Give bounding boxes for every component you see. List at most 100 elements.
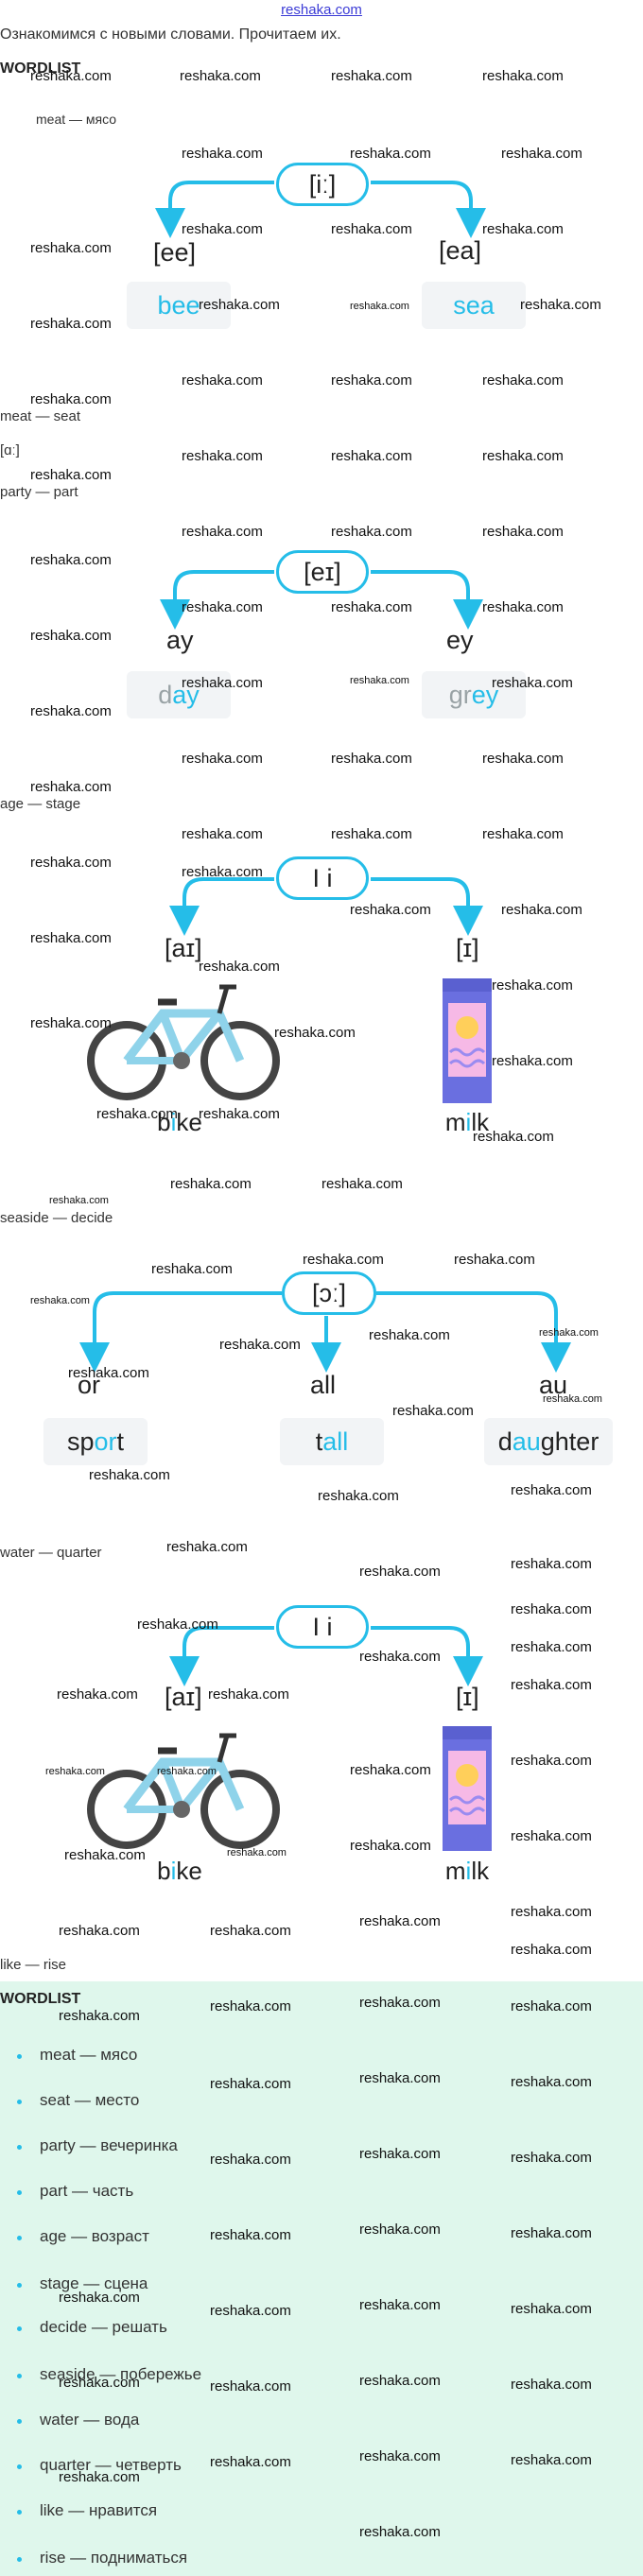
watermark: reshaka.com [359, 1564, 441, 1580]
wordlist-item: age — возраст [40, 2227, 149, 2245]
s1-right-card: sea [422, 282, 526, 329]
intro-text: Ознакомимся с новыми словами. Прочитаем … [0, 26, 341, 43]
watermark: reshaka.com [303, 1252, 384, 1268]
watermark: reshaka.com [59, 2290, 140, 2306]
arrow-s1-right [371, 181, 486, 238]
watermark: reshaka.com [511, 2225, 592, 2241]
watermark: reshaka.com [392, 1403, 474, 1419]
watermark: reshaka.com [210, 2303, 291, 2319]
sound-pill-ee: [iː] [276, 163, 369, 206]
watermark: reshaka.com [511, 1828, 592, 1844]
wordlist-bullet [17, 2557, 22, 2562]
watermark: reshaka.com [157, 1766, 217, 1777]
watermark: reshaka.com [208, 1686, 289, 1703]
watermark: reshaka.com [68, 1365, 149, 1381]
watermark: reshaka.com [331, 751, 412, 767]
watermark: reshaka.com [30, 391, 112, 407]
watermark: reshaka.com [359, 2070, 441, 2086]
watermark: reshaka.com [511, 1601, 592, 1617]
bike-icon-2 [87, 1733, 280, 1849]
s6-caption: like — rise [0, 1957, 67, 1973]
s1-caption: meat — seat [0, 408, 81, 424]
watermark: reshaka.com [182, 524, 263, 540]
s6-left-word: bike [157, 1857, 202, 1885]
watermark: reshaka.com [30, 68, 112, 84]
wordlist-bullet [17, 2419, 22, 2424]
watermark: reshaka.com [30, 930, 112, 946]
watermark: reshaka.com [454, 1252, 535, 1268]
watermark: reshaka.com [331, 524, 412, 540]
watermark: reshaka.com [359, 2373, 441, 2389]
wordlist-bullet [17, 2510, 22, 2515]
s3-right-label: ey [446, 626, 474, 654]
s4-right-word: milk [444, 1108, 490, 1136]
watermark: reshaka.com [359, 2297, 441, 2313]
s5-card-tall: tall [280, 1418, 384, 1465]
s3-left-label: ay [166, 626, 194, 654]
watermark: reshaka.com [137, 1616, 218, 1633]
watermark: reshaka.com [182, 751, 263, 767]
watermark: reshaka.com [210, 2378, 291, 2394]
watermark: reshaka.com [182, 826, 263, 842]
wordlist-item: seaside — побережье [40, 2365, 202, 2383]
sound-pill-ii-1: I i [276, 856, 369, 900]
watermark: reshaka.com [492, 977, 573, 994]
site-link[interactable]: reshaka.com [281, 2, 362, 18]
watermark: reshaka.com [30, 855, 112, 871]
watermark: reshaka.com [482, 599, 564, 615]
watermark: reshaka.com [350, 675, 409, 686]
wordlist-bullet [17, 2100, 22, 2104]
watermark: reshaka.com [30, 779, 112, 795]
wordlist-bullet [17, 2326, 22, 2331]
watermark: reshaka.com [511, 1639, 592, 1655]
watermark: reshaka.com [511, 1677, 592, 1693]
watermark: reshaka.com [170, 1176, 252, 1192]
watermark: reshaka.com [501, 902, 582, 918]
wordlist-box [0, 1981, 643, 2576]
arrow-s6-right [371, 1626, 483, 1686]
watermark: reshaka.com [219, 1337, 301, 1353]
watermark: reshaka.com [57, 1686, 138, 1703]
watermark: reshaka.com [182, 675, 263, 691]
watermark: reshaka.com [482, 751, 564, 767]
milk-icon-2 [443, 1726, 492, 1851]
s5-right-label: au [539, 1371, 568, 1399]
s1-left-word: bee [157, 291, 200, 320]
watermark: reshaka.com [539, 1327, 599, 1339]
s3-right-card: grey [422, 671, 526, 718]
sound-pill-ei: [eɪ] [276, 550, 369, 594]
watermark: reshaka.com [331, 448, 412, 464]
watermark: reshaka.com [182, 146, 263, 162]
watermark: reshaka.com [210, 2227, 291, 2243]
s1-left-card: bee [127, 282, 231, 329]
wordlist-bullet [17, 2464, 22, 2469]
wordlist-heading: WORDLIST [0, 1991, 81, 2007]
milk-icon [443, 978, 492, 1103]
arrow-s3-left [160, 570, 274, 630]
s1-right-word: sea [453, 291, 495, 320]
watermark: reshaka.com [331, 68, 412, 84]
watermark: reshaka.com [59, 2375, 140, 2391]
watermark: reshaka.com [482, 372, 564, 389]
watermark: reshaka.com [318, 1488, 399, 1504]
watermark: reshaka.com [180, 68, 261, 84]
wordlist-heading-top: WORDLIST [0, 61, 81, 77]
wordlist-item: seat — место [40, 2091, 140, 2109]
s2-label: [ɑː] [0, 442, 20, 458]
watermark: reshaka.com [49, 1195, 109, 1206]
watermark: reshaka.com [511, 2150, 592, 2166]
watermark: reshaka.com [482, 221, 564, 237]
s1-left-label: [ee] [153, 238, 197, 267]
wordlist-bullet [17, 2054, 22, 2059]
watermark: reshaka.com [501, 146, 582, 162]
wordlist-item: like — нравится [40, 2501, 158, 2519]
watermark: reshaka.com [331, 372, 412, 389]
watermark: reshaka.com [359, 2222, 441, 2238]
watermark: reshaka.com [30, 467, 112, 483]
wordlist-item: part — часть [40, 2182, 134, 2200]
watermark: reshaka.com [511, 1998, 592, 2014]
watermark: reshaka.com [182, 372, 263, 389]
sound-pill-or: [ɔː] [282, 1271, 376, 1315]
watermark: reshaka.com [350, 1762, 431, 1778]
